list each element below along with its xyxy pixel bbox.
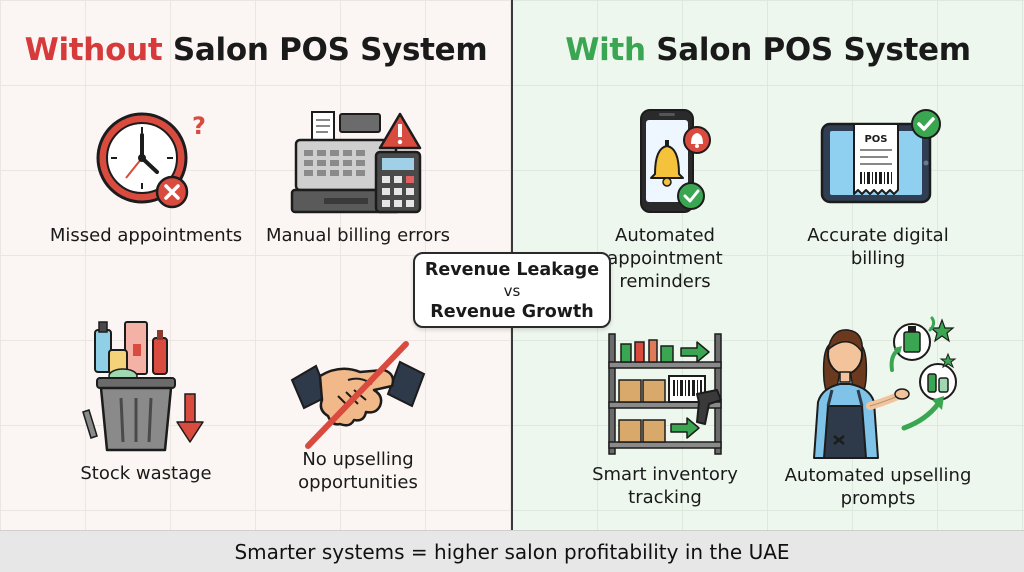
- manual-billing-errors-label: Manual billing errors: [265, 225, 451, 246]
- revenue-growth-text: Revenue Growth: [430, 302, 594, 322]
- svg-text:?: ?: [192, 112, 206, 140]
- phone-bell-icon: [640, 109, 711, 213]
- with-heading: With Salon POS System: [512, 32, 1024, 76]
- tablet-receipt-icon: POS: [820, 109, 941, 204]
- without-heading-rest: Salon POS System: [172, 32, 488, 68]
- with-heading-accent: With: [565, 32, 646, 68]
- stylist-products-icon: [813, 316, 957, 459]
- automated-upselling-label: Automated upselling prompts: [784, 465, 972, 509]
- item-stock-wastage: Stock wastage: [46, 318, 246, 485]
- vs-text: vs: [503, 282, 521, 300]
- clock-alert-icon: ?: [96, 112, 206, 209]
- missed-appointments-label: Missed appointments: [49, 225, 243, 246]
- footer-banner: Smarter systems = higher salon profitabi…: [0, 530, 1024, 572]
- item-no-upselling: No upselling opportunities: [258, 334, 458, 494]
- without-heading: Without Salon POS System: [0, 32, 512, 76]
- stock-wastage-label: Stock wastage: [80, 463, 212, 484]
- item-automated-reminders: Automated appointment reminders: [565, 108, 765, 293]
- item-accurate-billing: POS Accurate digital billing: [778, 108, 978, 270]
- item-manual-billing-errors: Manual billing errors: [258, 108, 458, 247]
- with-heading-rest: Salon POS System: [656, 32, 971, 68]
- item-smart-inventory: Smart inventory tracking: [565, 332, 765, 509]
- revenue-comparison-box: Revenue Leakage vs Revenue Growth: [413, 252, 611, 328]
- trash-bin-products-icon: [82, 321, 204, 452]
- item-missed-appointments: ? Missed appointments: [46, 108, 246, 247]
- accurate-billing-label: Accurate digital billing: [807, 225, 949, 269]
- item-automated-upselling: Automated upselling prompts: [778, 310, 978, 510]
- cash-register-warning-icon: [290, 111, 422, 214]
- automated-reminders-label: Automated appointment reminders: [607, 225, 723, 292]
- without-heading-accent: Without: [24, 32, 163, 68]
- receipt-pos-text: POS: [864, 134, 887, 145]
- smart-inventory-label: Smart inventory tracking: [592, 464, 738, 508]
- revenue-leakage-text: Revenue Leakage: [424, 260, 600, 280]
- inventory-scanner-icon: [608, 333, 722, 455]
- handshake-crossed-icon: [290, 341, 426, 449]
- no-upselling-label: No upselling opportunities: [298, 449, 418, 493]
